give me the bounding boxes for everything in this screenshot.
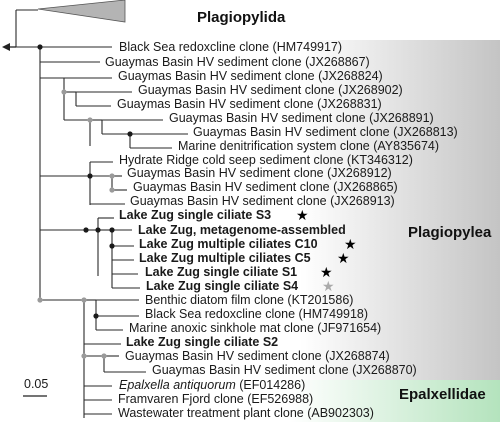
weak-support-node	[37, 297, 43, 303]
support-nodes	[37, 44, 133, 359]
root-arrow-icon	[2, 43, 16, 51]
weak-support-node	[109, 173, 115, 179]
strong-support-node	[109, 243, 115, 249]
strong-support-node	[127, 131, 133, 137]
tree-branches	[15, 9, 188, 418]
black-star-icon: ★	[337, 251, 350, 267]
plagiopylida-collapsed-clade	[37, 0, 126, 23]
scale-bar: 0.05	[23, 377, 48, 397]
leaf-label-lake-zug-c5: Lake Zug multiple ciliates C5	[139, 251, 311, 265]
leaf-label: Guaymas Basin HV sediment clone (JX26886…	[133, 180, 398, 194]
black-star-icon: ★	[296, 208, 309, 224]
strong-support-node	[95, 227, 101, 233]
black-star-icon: ★	[344, 237, 357, 253]
plagiopylea-shade	[300, 40, 500, 380]
marker-stars: ★ ★ ★ ★ ★	[296, 208, 357, 295]
leaf-label: Marine anoxic sinkhole mat clone (JF9716…	[129, 321, 381, 335]
plagiopylida-label: Plagiopylida	[197, 9, 286, 26]
leaf-label: Guaymas Basin HV sediment clone (JX26882…	[118, 69, 383, 83]
leaf-label: Marine denitrification system clone (AY8…	[178, 139, 439, 153]
leaf-label: Guaymas Basin HV sediment clone (JX26891…	[127, 166, 392, 180]
leaf-label: Framvaren Fjord clone (EF526988)	[118, 392, 313, 406]
strong-support-node	[37, 44, 43, 50]
leaf-label: Black Sea redoxcline clone (HM749917)	[119, 40, 342, 54]
leaf-label: Guaymas Basin HV sediment clone (JX26883…	[117, 97, 382, 111]
plagiopylea-label: Plagiopylea	[408, 224, 492, 241]
leaf-label: Hydrate Ridge cold seep sediment clone (…	[119, 153, 413, 167]
leaf-label-lake-zug-s1: Lake Zug single ciliate S1	[145, 265, 297, 279]
leaf-label-lake-zug-s4: Lake Zug single ciliate S4	[146, 279, 298, 293]
weak-support-node	[109, 187, 115, 193]
scale-bar-label: 0.05	[24, 377, 48, 391]
weak-support-node	[61, 89, 67, 95]
gray-star-icon: ★	[322, 279, 335, 295]
leaf-label: Black Sea redoxcline clone (HM749918)	[145, 307, 368, 321]
leaf-label-lake-zug-s2: Lake Zug single ciliate S2	[126, 335, 278, 349]
leaf-label-epalxella: Epalxella antiquorum (EF014286)	[119, 378, 305, 392]
strong-support-node	[87, 173, 93, 179]
strong-support-node	[83, 227, 89, 233]
leaf-label: Guaymas Basin HV sediment clone (JX26886…	[105, 55, 370, 69]
leaf-label: Benthic diatom film clone (KT201586)	[145, 293, 353, 307]
leaf-label: Wastewater treatment plant clone (AB9023…	[118, 406, 374, 420]
weak-support-node	[87, 117, 93, 123]
strong-support-node	[109, 227, 115, 233]
weak-support-node	[81, 297, 87, 303]
leaf-label-lake-zug-c10: Lake Zug multiple ciliates C10	[139, 237, 318, 251]
leaf-label: Guaymas Basin HV sediment clone (JX26887…	[125, 349, 390, 363]
leaf-label-lake-zug-s3: Lake Zug single ciliate S3	[119, 208, 271, 222]
leaf-label: Guaymas Basin HV sediment clone (JX26891…	[130, 194, 395, 208]
epalxellidae-shade	[290, 380, 500, 422]
black-star-icon: ★	[320, 265, 333, 281]
strong-support-node	[93, 313, 99, 319]
leaf-label: Guaymas Basin HV sediment clone (JX26889…	[169, 111, 434, 125]
weak-support-node	[81, 353, 87, 359]
leaf-label: Guaymas Basin HV sediment clone (JX26890…	[138, 83, 403, 97]
leaf-labels: Black Sea redoxcline clone (HM749917) Gu…	[105, 40, 458, 420]
leaf-label-lake-zug-metagenome: Lake Zug, metagenome-assembled	[138, 223, 346, 237]
epalxellidae-label: Epalxellidae	[399, 386, 486, 403]
weak-support-node	[101, 353, 107, 359]
leaf-label: Guaymas Basin HV sediment clone (JX26887…	[152, 363, 417, 377]
leaf-label: Guaymas Basin HV sediment clone (JX26881…	[193, 125, 458, 139]
